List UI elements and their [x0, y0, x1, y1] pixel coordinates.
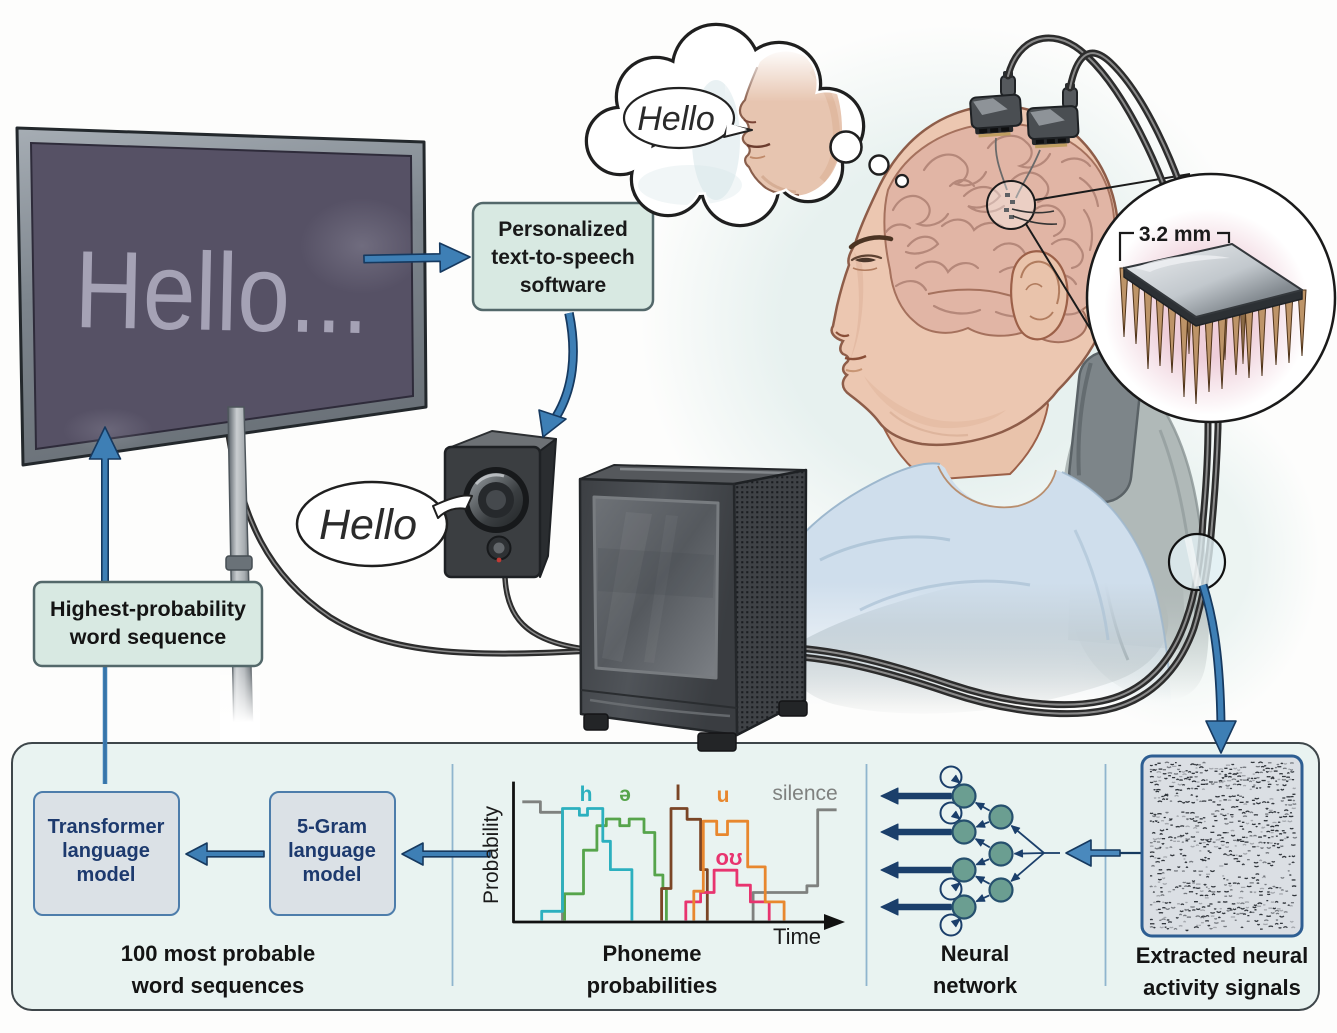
svg-text:h: h	[580, 783, 593, 806]
svg-text:Hello: Hello	[637, 100, 714, 138]
svg-text:3.2 mm: 3.2 mm	[1139, 223, 1211, 246]
svg-text:text-to-speech: text-to-speech	[491, 246, 635, 269]
svg-text:u: u	[717, 784, 730, 807]
svg-text:language: language	[62, 840, 150, 862]
svg-text:model: model	[303, 864, 362, 886]
svg-text:Time: Time	[773, 924, 821, 949]
svg-text:Extracted neural: Extracted neural	[1136, 943, 1308, 968]
svg-text:Probability: Probability	[480, 805, 503, 904]
svg-text:Hello...: Hello...	[73, 228, 370, 357]
svg-text:Phoneme: Phoneme	[602, 941, 701, 966]
svg-text:l: l	[675, 782, 681, 805]
svg-text:probabilities: probabilities	[587, 973, 718, 998]
svg-text:oʊ: oʊ	[715, 845, 742, 870]
svg-text:Hello: Hello	[319, 501, 417, 549]
svg-text:100 most probable: 100 most probable	[121, 941, 315, 966]
svg-text:language: language	[288, 840, 376, 862]
svg-text:activity signals: activity signals	[1143, 975, 1301, 1000]
svg-text:word sequences: word sequences	[131, 973, 304, 998]
svg-text:Neural: Neural	[941, 941, 1009, 966]
svg-text:5-Gram: 5-Gram	[297, 816, 367, 838]
svg-text:Transformer: Transformer	[48, 816, 165, 838]
svg-text:word sequence: word sequence	[69, 625, 227, 649]
svg-text:software: software	[520, 274, 606, 297]
svg-text:model: model	[77, 864, 136, 886]
svg-text:silence: silence	[772, 782, 837, 805]
svg-text:ə: ə	[619, 783, 631, 806]
svg-text:network: network	[933, 973, 1018, 998]
svg-text:Highest-probability: Highest-probability	[50, 597, 246, 621]
svg-text:Personalized: Personalized	[498, 218, 628, 241]
